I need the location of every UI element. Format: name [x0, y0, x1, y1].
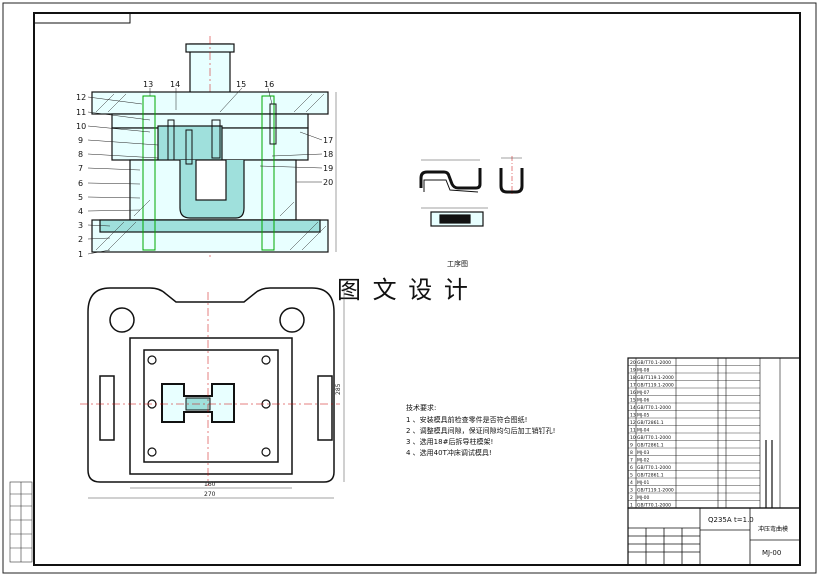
bom-code: MJ-04	[637, 428, 650, 434]
title-thickness: t=1.0	[734, 516, 754, 524]
bom-code: MJ-02	[637, 458, 650, 464]
callout-top: 16	[264, 80, 274, 89]
bom-index: 19	[630, 368, 636, 374]
title-drawing-no: MJ-00	[762, 549, 781, 557]
callout-right: 18	[323, 150, 333, 159]
callout-right: 17	[323, 136, 333, 145]
bom-index: 1	[630, 503, 633, 509]
callout-left: 2	[78, 235, 83, 244]
dim-outer: 270	[204, 491, 216, 498]
bom-code: MJ-01	[637, 480, 650, 486]
bom-index: 4	[630, 480, 633, 486]
bom-code: MJ-08	[637, 368, 650, 374]
guide-pillar-left	[142, 95, 156, 251]
upper-die-plate	[91, 91, 329, 115]
title-name: 冲压弯曲模	[758, 525, 788, 533]
technical-requirements: 技术要求: 1 、安装模具前检查零件是否符合图纸! 2 、调整模具间隙，保证间隙…	[406, 403, 555, 457]
callout-top: 15	[236, 80, 246, 89]
callout-right: 20	[323, 178, 333, 187]
callout-left: 8	[78, 150, 83, 159]
inner-frame	[33, 12, 801, 566]
tech-item: 1 、安装模具前检查零件是否符合图纸!	[406, 415, 527, 424]
bom-code: GB/T119.1-2000	[637, 488, 674, 494]
bom-index: 20	[630, 360, 636, 366]
bom-index: 8	[630, 450, 633, 456]
bom-code: GB/T70.1-2000	[637, 435, 671, 441]
title-material: Q235A	[708, 516, 732, 524]
bom-index: 5	[630, 473, 633, 479]
guide-pillar-right	[261, 95, 275, 251]
bom-code: GB/T119.1-2000	[637, 375, 674, 381]
callout-left: 9	[78, 136, 83, 145]
bom-code: GB/T70.1-2000	[637, 465, 671, 471]
corner-box	[33, 12, 131, 24]
bom-code: GB/T2861.1	[637, 443, 664, 449]
plan-view	[80, 287, 345, 499]
die-plan	[129, 337, 293, 475]
bom-index: 13	[630, 413, 636, 419]
bom-code: MJ-00	[637, 495, 650, 501]
callout-left: 6	[78, 179, 83, 188]
callout-top: 14	[170, 80, 180, 89]
callout-left: 12	[76, 93, 86, 102]
dim-inner: 160	[204, 481, 216, 488]
callout-left: 11	[76, 108, 86, 117]
tech-title: 技术要求:	[406, 403, 436, 412]
bom-code: GB/T70.1-2000	[637, 503, 671, 509]
bom-index: 18	[630, 375, 636, 381]
guide-hole-left	[109, 307, 135, 333]
bom-index: 9	[630, 443, 633, 449]
bom-index: 2	[630, 495, 633, 501]
process-figure-label: 工序图	[447, 259, 468, 268]
callout-left: 1	[78, 250, 83, 259]
title-block	[627, 507, 801, 566]
guide-hole-right	[279, 307, 305, 333]
bom-code: GB/T70.1-2000	[637, 405, 671, 411]
callout-right: 19	[323, 164, 333, 173]
bom-code: MJ-05	[637, 413, 650, 419]
front-section-view	[87, 36, 337, 260]
bom-index: 14	[630, 405, 636, 411]
callout-left: 5	[78, 193, 83, 202]
bom-index: 7	[630, 458, 633, 464]
bom-code: MJ-03	[637, 450, 650, 456]
bom-index: 10	[630, 435, 636, 441]
callout-left: 4	[78, 207, 83, 216]
bom-index: 11	[630, 428, 636, 434]
bom-index: 16	[630, 390, 636, 396]
bom-index: 17	[630, 383, 636, 389]
process-figure	[419, 156, 524, 227]
bom-index: 6	[630, 465, 633, 471]
bom-code: GB/T2861.1	[637, 420, 664, 426]
callout-left: 10	[76, 122, 86, 131]
bom-index: 12	[630, 420, 636, 426]
bom-index: 15	[630, 398, 636, 404]
tech-item: 3 、选用18#后拆导柱模架!	[406, 437, 493, 446]
watermark-text: 图 文 设 计	[337, 276, 470, 304]
bom-code: MJ-07	[637, 390, 650, 396]
bom-code: GB/T2861.1	[637, 473, 664, 479]
bom-index: 3	[630, 488, 633, 494]
dim-height: 285	[335, 383, 342, 395]
revision-strip	[9, 481, 33, 563]
callout-labels: 12 11 10 9 8 7 6 5 4 3 2 1 13 14 15 16 1…	[76, 80, 333, 259]
tech-item: 2 、调整模具间隙，保证间隙均匀后加工销钉孔!	[406, 426, 555, 435]
bom-rows: GB/T70.1-200020MJ-0819GB/T119.1-200018GB…	[628, 360, 760, 509]
callout-left: 3	[78, 221, 83, 230]
bom-code: GB/T70.1-2000	[637, 360, 671, 366]
tech-item: 4 、选用40T冲床调试模具!	[406, 448, 492, 457]
callout-left: 7	[78, 164, 83, 173]
bom-code: MJ-06	[637, 398, 650, 404]
callout-top: 13	[143, 80, 153, 89]
bom-code: GB/T119.1-2000	[637, 383, 674, 389]
